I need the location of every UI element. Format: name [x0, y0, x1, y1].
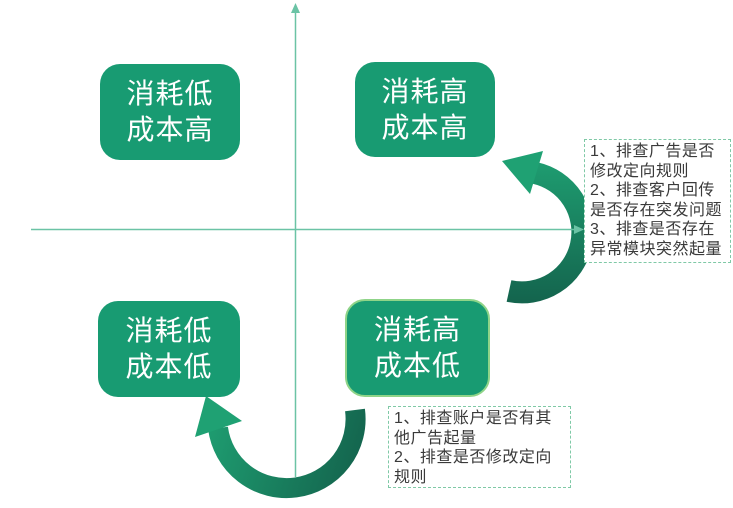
x-axis: [31, 225, 584, 234]
y-axis: [291, 3, 300, 477]
quadrant-box-bottom-left-line1: 消耗低: [125, 315, 213, 346]
curved-arrow-right: [502, 151, 594, 304]
quadrant-box-top-left-line2: 成本高: [126, 114, 214, 145]
quadrant-box-top-right-line2: 成本高: [381, 111, 469, 143]
x-axis-arrow: [574, 225, 584, 234]
note-high-consumption-low-cost: 1、排查账户是否有其 他广告起量 2、排查是否修改定向 规则: [388, 406, 571, 488]
quadrant-box-top-left: 消耗低 成本高: [100, 64, 240, 160]
quadrant-box-bottom-right-line1: 消耗高: [373, 314, 461, 345]
quadrant-box-bottom-left-line2: 成本低: [125, 351, 213, 382]
quadrant-box-top-right: 消耗高 成本高: [355, 62, 495, 157]
note-high-consumption-high-cost: 1、排查广告是否 修改定向规则 2、排查客户回传 是否存在突发问题 3、排查是否…: [584, 139, 731, 263]
y-axis-arrow: [291, 3, 300, 13]
quadrant-box-top-right-line1: 消耗高: [381, 75, 469, 107]
quadrant-box-bottom-left: 消耗低 成本低: [98, 301, 240, 397]
quadrant-box-top-left-line1: 消耗低: [126, 78, 214, 109]
quadrant-box-bottom-right-line2: 成本低: [373, 350, 461, 381]
curved-arrow-bottom: [195, 396, 366, 499]
quadrant-box-bottom-right: 消耗高 成本低: [345, 299, 490, 397]
